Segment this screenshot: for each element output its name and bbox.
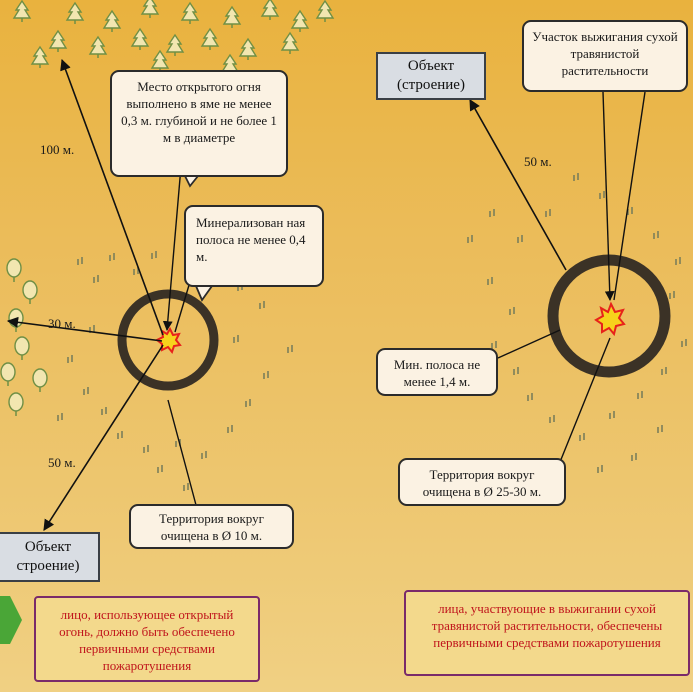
- left-bushes: [0, 258, 48, 417]
- right-grass: [467, 172, 687, 474]
- min-strip-callout: Мин. полоса не менее 1,4 м.: [376, 348, 498, 396]
- fire-place-callout: Место открытого огня выполнено в яме не …: [110, 70, 288, 177]
- left-object-box: Объект строение): [0, 532, 100, 582]
- left-safety-note-text: лицо, использующее открытый огонь, должн…: [59, 607, 235, 673]
- min-strip-text: Мин. полоса не менее 1,4 м.: [393, 357, 481, 389]
- forest-trees: [13, 0, 334, 77]
- distance-30-label: 30 м.: [48, 316, 76, 331]
- mineralized-strip-text: Минерализован ная полоса не менее 0,4 м.: [196, 215, 306, 264]
- right-safety-note-text: лица, участвующие в выжигании сухой трав…: [431, 601, 663, 650]
- green-arrow-icon: [0, 596, 22, 644]
- left-safety-note: лицо, использующее открытый огонь, должн…: [34, 596, 260, 682]
- right-safety-note: лица, участвующие в выжигании сухой трав…: [404, 590, 690, 676]
- left-object-title: Объект: [24, 539, 72, 555]
- burning-area-callout: Участок выжигания сухой травянистой раст…: [522, 20, 688, 92]
- left-territory-text: Территория вокруг очищена в Ø 10 м.: [159, 511, 264, 543]
- right-object-box: Объект (строение): [376, 52, 486, 100]
- left-object-subtitle: строение): [16, 558, 80, 574]
- distance-50-left-label: 50 м.: [48, 455, 76, 470]
- right-object-title: Объект: [407, 58, 455, 74]
- distance-100-label: 100 м.: [40, 142, 75, 157]
- right-territory-text: Территория вокруг очищена в Ø 25-30 м.: [422, 467, 542, 499]
- mineralized-strip-callout: Минерализован ная полоса не менее 0,4 м.: [184, 205, 324, 287]
- left-mineralized-ring: [117, 289, 219, 391]
- distance-50-right-label: 50 м.: [524, 154, 552, 169]
- fire-icon: [594, 301, 626, 337]
- right-object-subtitle: (строение): [397, 77, 465, 93]
- right-territory-callout: Территория вокруг очищена в Ø 25-30 м.: [398, 458, 566, 506]
- burning-area-text: Участок выжигания сухой травянистой раст…: [532, 29, 678, 78]
- left-territory-callout: Территория вокруг очищена в Ø 10 м.: [129, 504, 294, 549]
- fire-place-text: Место открытого огня выполнено в яме не …: [121, 79, 277, 145]
